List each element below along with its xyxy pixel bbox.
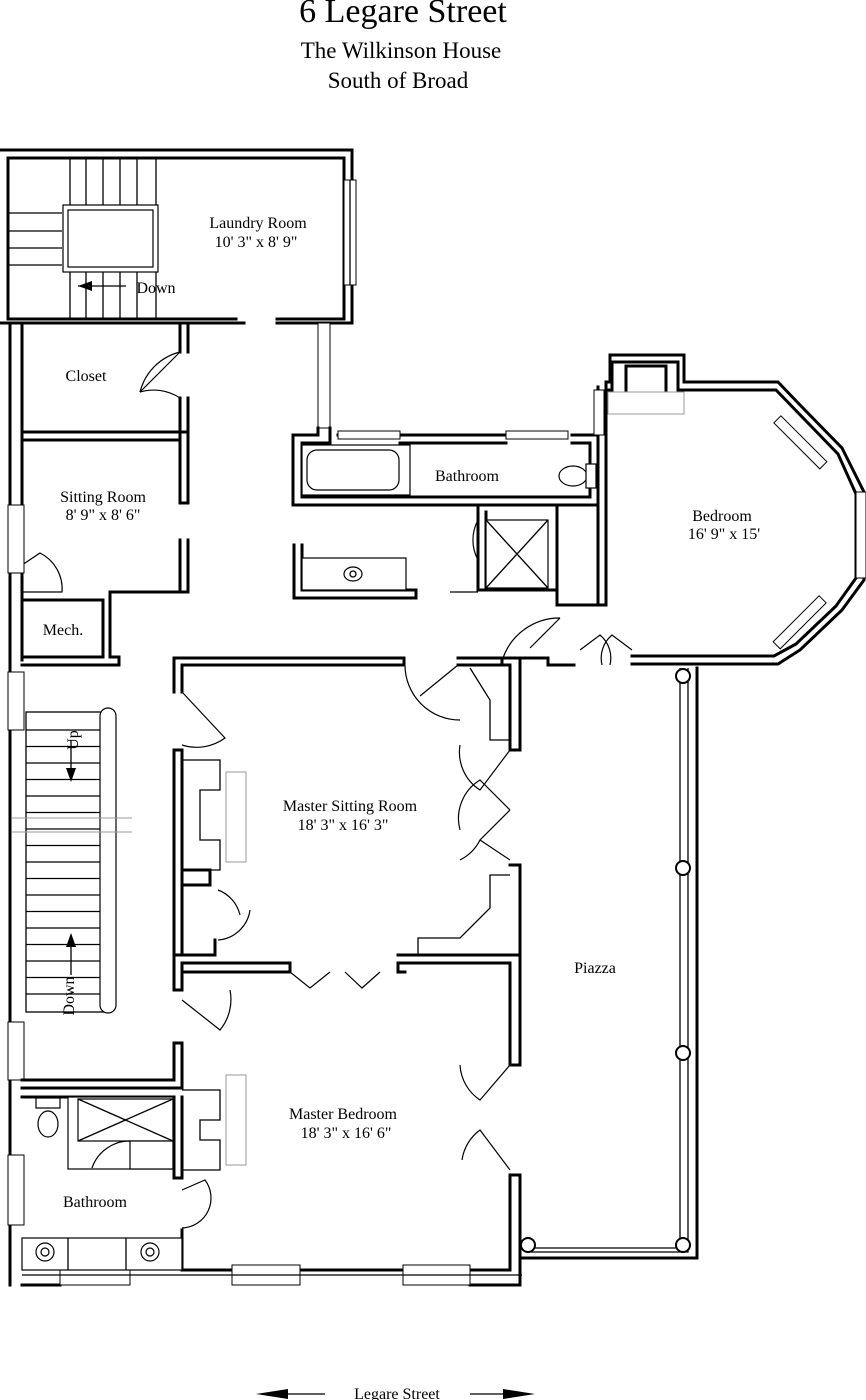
plan-subtitle: The Wilkinson House: [301, 38, 502, 63]
lower-bathroom-label: Bathroom: [63, 1194, 128, 1211]
street-arrows: [256, 1389, 535, 1399]
street-label: Legare Street: [354, 1386, 440, 1400]
sitting-room-label: Sitting Room: [60, 489, 146, 506]
mech-label: Mech.: [43, 622, 83, 639]
master-sitting-room-label: Master Sitting Room: [283, 798, 418, 815]
upper-bathroom-label: Bathroom: [435, 468, 500, 485]
bedroom-dims: 16' 9" x 15': [688, 526, 760, 543]
master-bedroom-label: Master Bedroom: [289, 1106, 398, 1123]
closet-label: Closet: [66, 368, 107, 385]
lower-bathroom: [20, 1095, 212, 1271]
main-stair: [12, 707, 132, 1014]
master-bedroom: [20, 989, 522, 1287]
upper-bathroom: [291, 322, 600, 600]
master-bedroom-dims: 18' 3" x 16' 6": [301, 1125, 392, 1142]
master-sitting-room: [172, 656, 522, 1067]
plan-district: South of Broad: [328, 68, 469, 93]
main-stair-up-label: Up: [65, 730, 82, 750]
left-rooms: [7, 321, 190, 1287]
upper-stair-down-label: Down: [136, 280, 175, 297]
main-stair-down-label: Down: [61, 976, 78, 1015]
piazza-label: Piazza: [574, 960, 616, 977]
piazza: [520, 666, 699, 1260]
master-sitting-room-dims: 18' 3" x 16' 3": [298, 817, 389, 834]
plan-title: 6 Legare Street: [299, 0, 507, 30]
laundry-room-label: Laundry Room: [209, 215, 307, 232]
laundry-room-dims: 10' 3" x 8' 9": [215, 234, 298, 251]
bedroom-label: Bedroom: [692, 508, 752, 525]
laundry-block: [0, 148, 357, 325]
bedroom: [500, 353, 866, 667]
sitting-room-dims: 8' 9" x 8' 6": [66, 507, 141, 524]
